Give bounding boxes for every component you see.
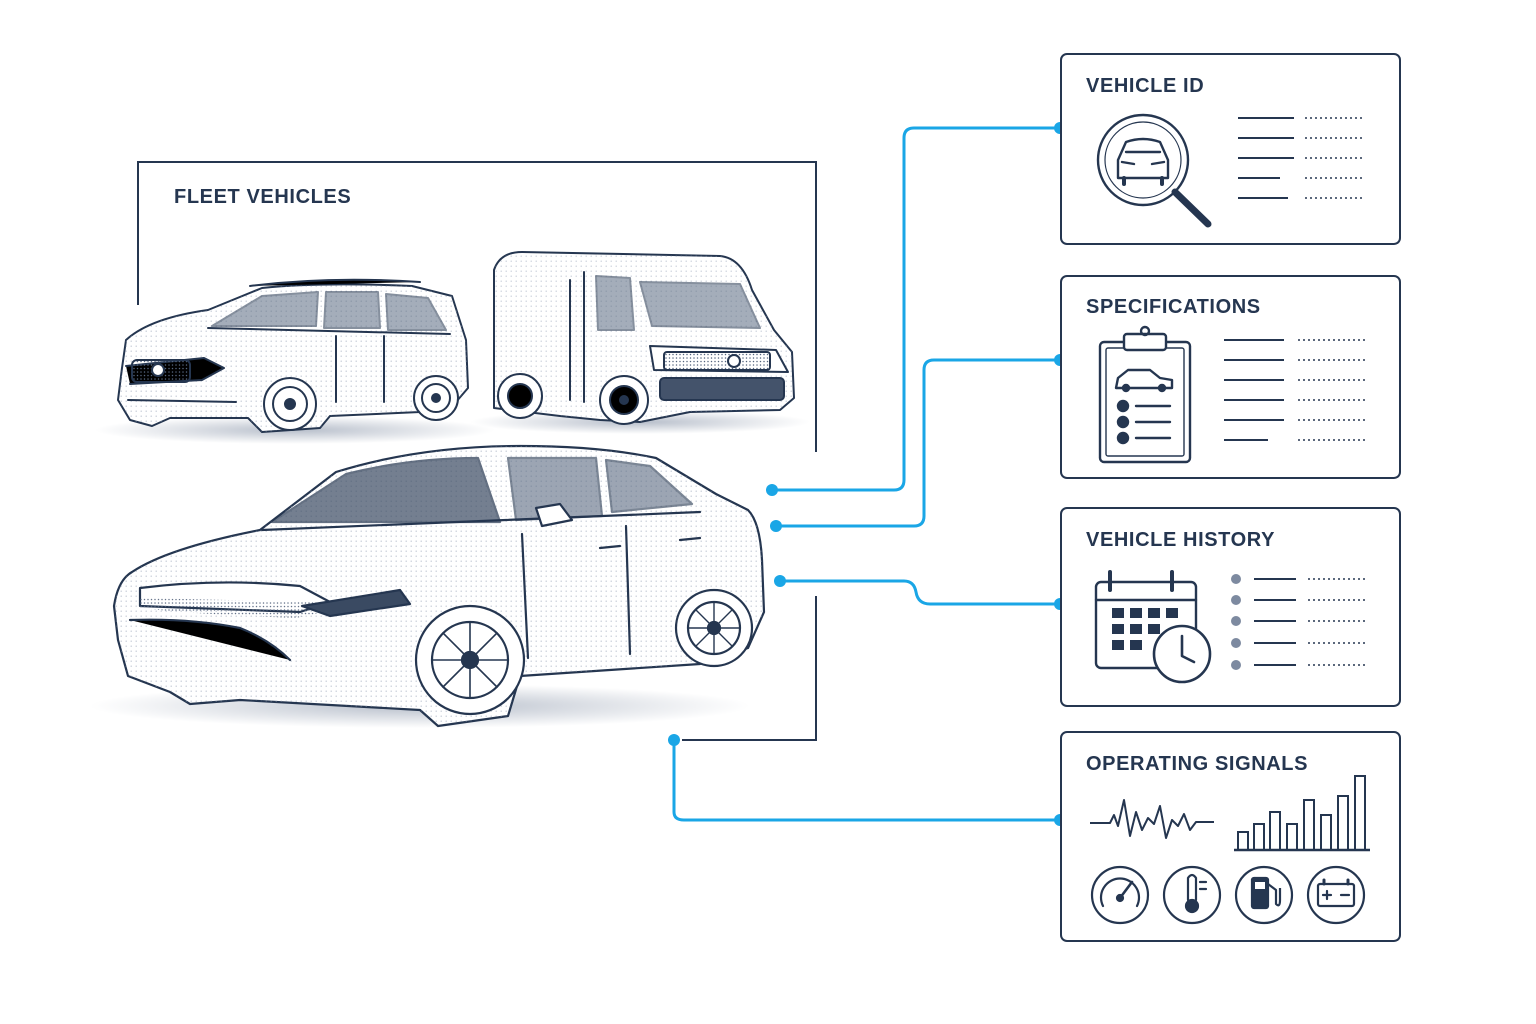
cargo-van-illustration bbox=[470, 251, 810, 434]
fleet-title: FLEET VEHICLES bbox=[174, 186, 351, 208]
connector-dots bbox=[668, 122, 1066, 826]
suv-illustration bbox=[95, 278, 495, 444]
panel-title-vehicle-history: VEHICLE HISTORY bbox=[1086, 529, 1275, 551]
panel-title-vehicle-id: VEHICLE ID bbox=[1086, 75, 1204, 97]
sedan-illustration bbox=[90, 444, 766, 728]
panel-title-specifications: SPECIFICATIONS bbox=[1086, 296, 1261, 318]
fuel-pump-icon bbox=[1234, 865, 1294, 925]
connector-specifications bbox=[776, 358, 1060, 528]
calendar-clock-icon bbox=[1094, 570, 1212, 684]
speedometer-icon bbox=[1090, 865, 1150, 925]
vehicle-id-rows bbox=[1238, 117, 1365, 199]
connector-operating-signals bbox=[672, 740, 1060, 822]
car-magnifier-icon bbox=[1096, 113, 1212, 228]
specifications-rows bbox=[1224, 339, 1365, 441]
panel-title-operating-signals: OPERATING SIGNALS bbox=[1086, 753, 1308, 775]
connector-vehicle-id bbox=[772, 126, 1060, 492]
panel-vehicle-history: VEHICLE HISTORY bbox=[1060, 507, 1401, 707]
heartbeat-waveform-icon bbox=[1090, 799, 1214, 839]
panel-vehicle-id: VEHICLE ID bbox=[1060, 53, 1401, 245]
panel-specifications: SPECIFICATIONS bbox=[1060, 275, 1401, 479]
bar-chart-icon bbox=[1234, 775, 1370, 852]
connector-vehicle-history bbox=[780, 579, 1060, 606]
battery-icon bbox=[1306, 865, 1366, 925]
panel-operating-signals: OPERATING SIGNALS bbox=[1060, 731, 1401, 942]
clipboard-checklist-icon bbox=[1098, 325, 1192, 464]
thermometer-icon bbox=[1162, 865, 1222, 925]
connector-lines bbox=[672, 126, 1060, 822]
fleet-frame: FLEET VEHICLES bbox=[137, 161, 817, 741]
vehicle-history-rows bbox=[1231, 574, 1365, 670]
